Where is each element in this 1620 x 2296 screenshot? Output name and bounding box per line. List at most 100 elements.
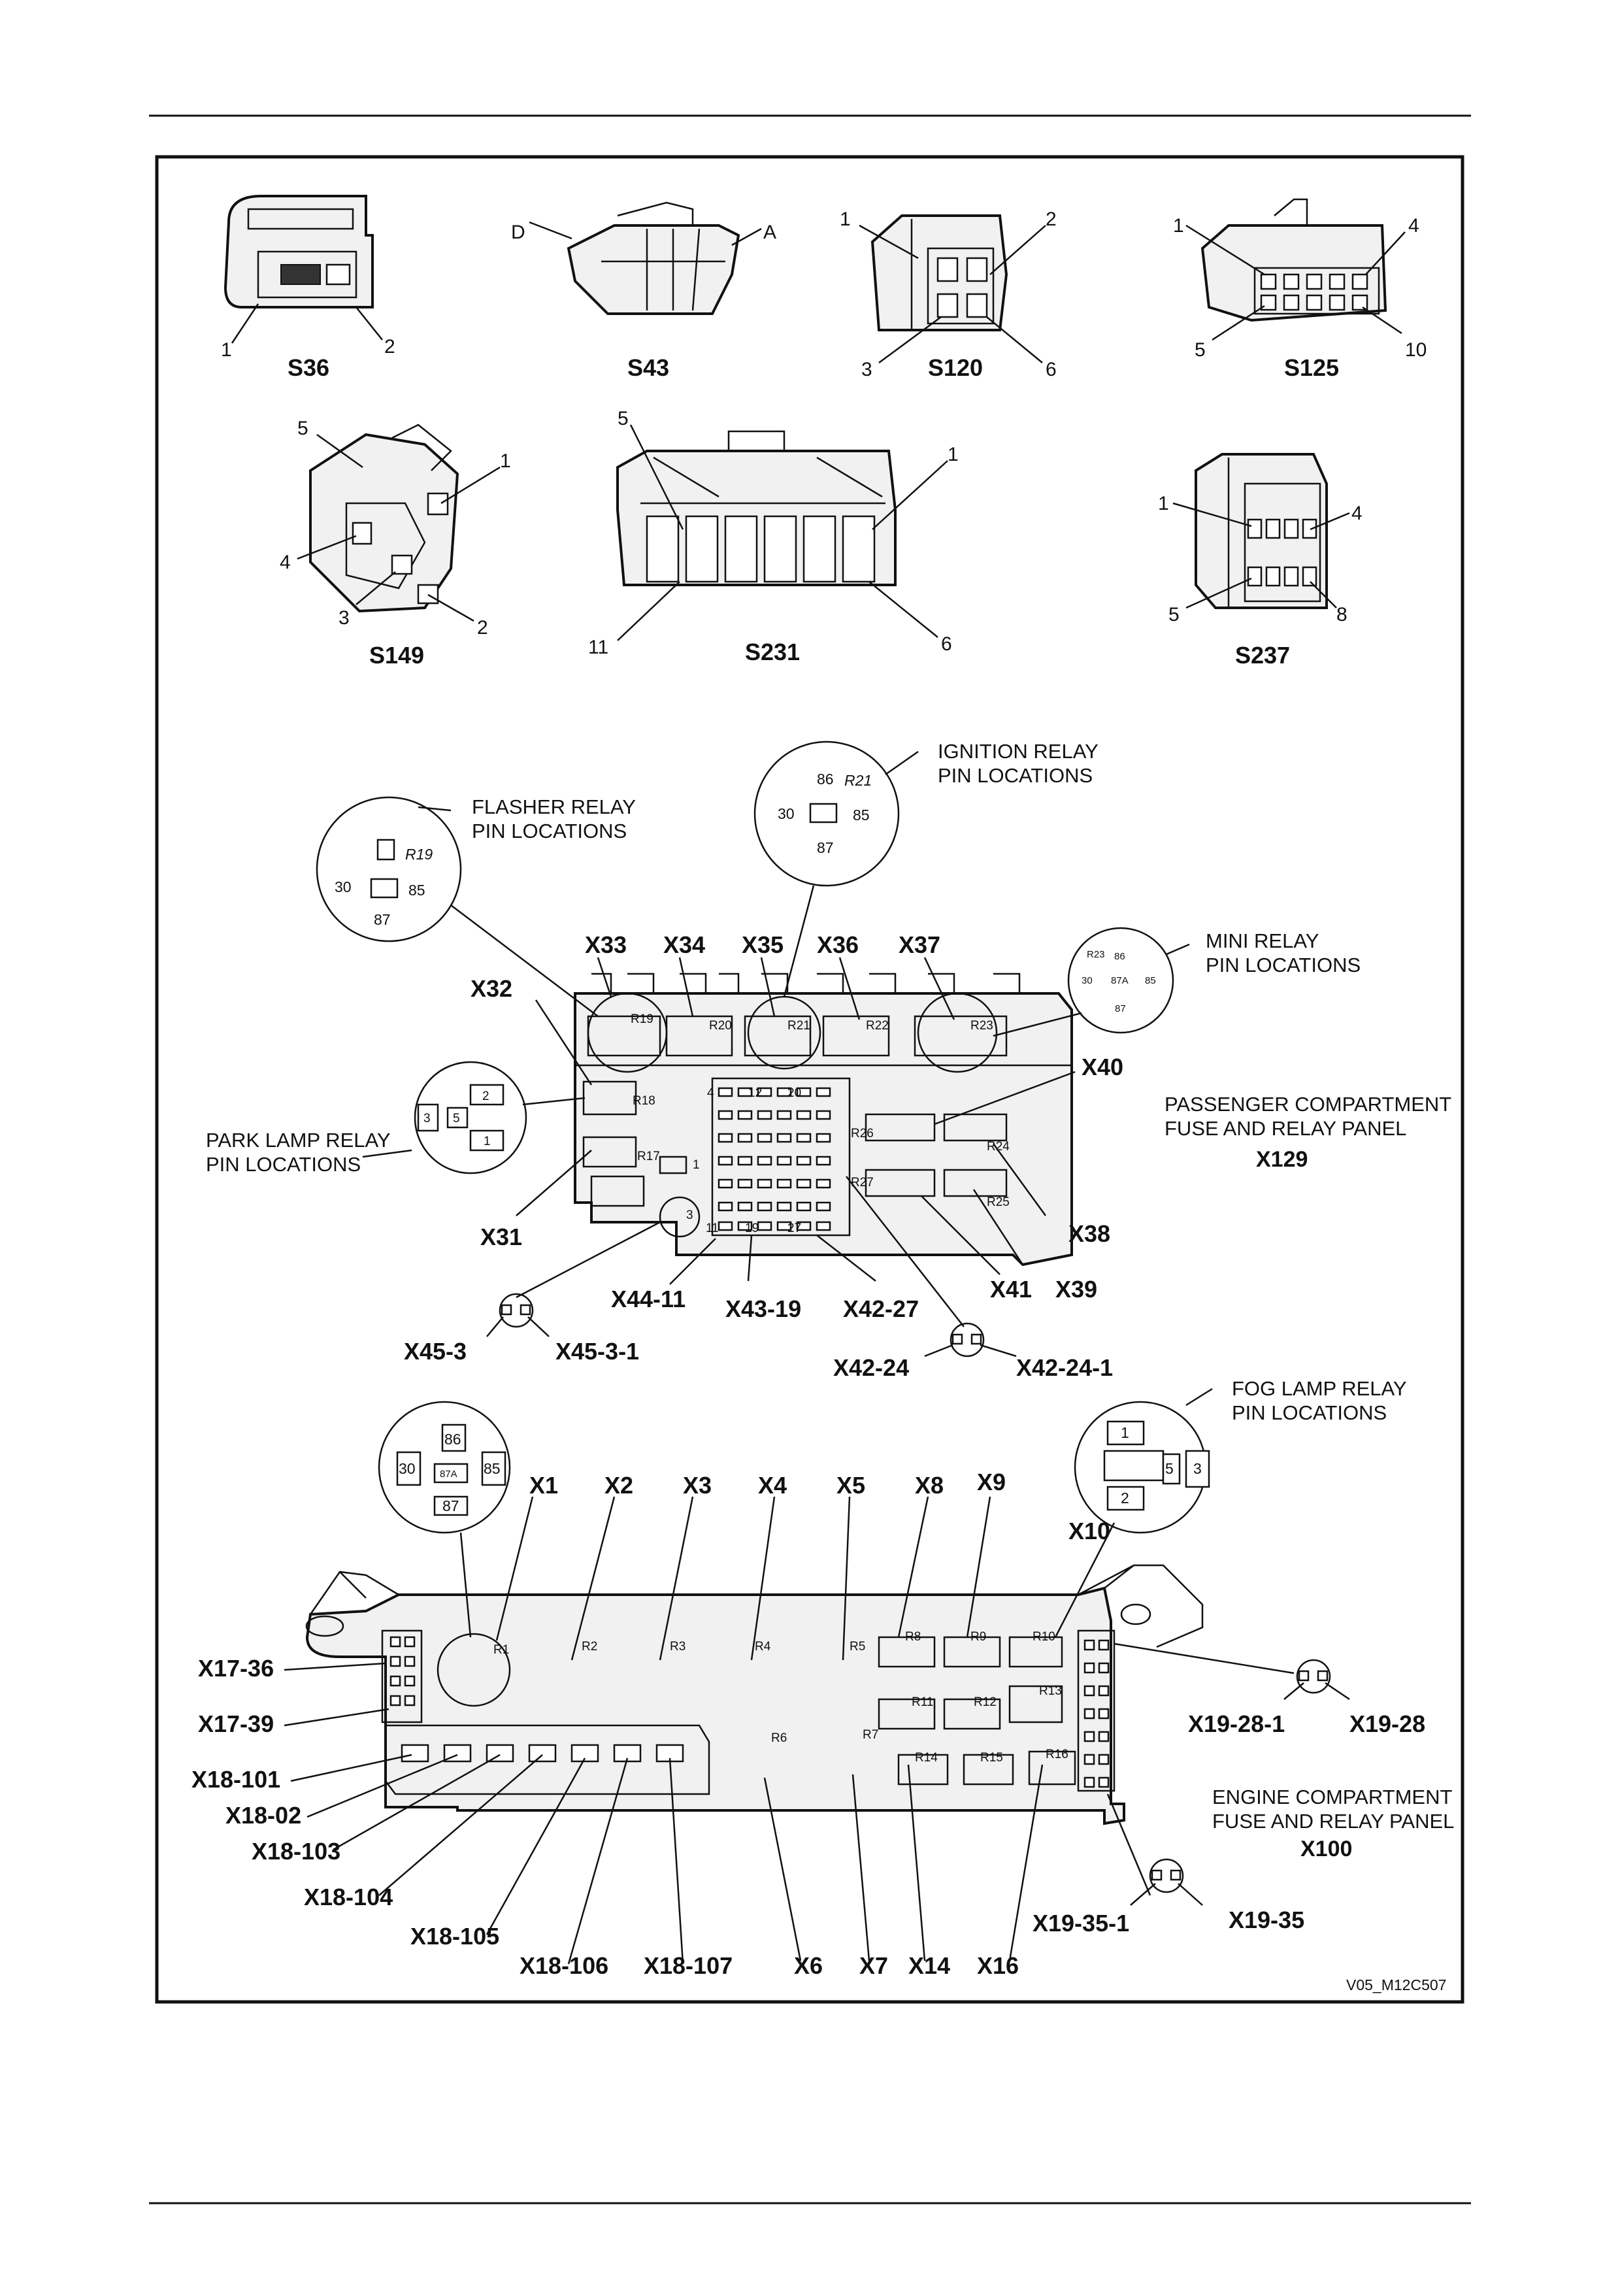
- label-x18-101: X18-101: [191, 1766, 280, 1793]
- label-x44-11: X44-11: [611, 1286, 686, 1312]
- label-x3: X3: [683, 1472, 712, 1499]
- s125-pin-1: 1: [1173, 215, 1184, 237]
- park-pin-2: 2: [482, 1090, 489, 1103]
- label-x7: X7: [859, 1952, 888, 1979]
- passenger-panel-code: X129: [1256, 1147, 1308, 1172]
- ignition-callout-line2: PIN LOCATIONS: [938, 764, 1093, 787]
- relay-r15: R15: [980, 1751, 1003, 1765]
- connector-s120: 1 2 3 6 S120: [840, 208, 1057, 381]
- passenger-panel: 4 12 20 1 3 19 27 11 R19 R20 R21 R22 R23…: [206, 740, 1451, 1381]
- s237-label: S237: [1235, 642, 1290, 669]
- figure-code: V05_M12C507: [1346, 1976, 1446, 1993]
- s120-pin-2: 2: [1046, 208, 1057, 230]
- passenger-panel-title-2: FUSE AND RELAY PANEL: [1165, 1117, 1406, 1140]
- ignition-pin-30: 30: [778, 805, 795, 822]
- park-pin-5: 5: [453, 1112, 460, 1125]
- engine-pin-87: 87: [442, 1497, 459, 1514]
- s237-pin-4: 4: [1351, 503, 1363, 524]
- s149-pin-4: 4: [280, 552, 291, 573]
- label-x38: X38: [1068, 1220, 1110, 1247]
- engine-panel-title-1: ENGINE COMPARTMENT: [1212, 1786, 1452, 1808]
- s125-pin-4: 4: [1408, 215, 1419, 237]
- relay-r16: R16: [1046, 1748, 1068, 1761]
- label-x41: X41: [990, 1276, 1032, 1303]
- relay-r14: R14: [915, 1751, 938, 1765]
- s149-pin-5: 5: [297, 418, 308, 439]
- s149-pin-1: 1: [500, 450, 511, 472]
- engine-panel-code: X100: [1300, 1837, 1352, 1861]
- label-x17-39: X17-39: [198, 1710, 274, 1737]
- passenger-panel-title-1: PASSENGER COMPARTMENT: [1165, 1093, 1451, 1116]
- s36-pin-2: 2: [384, 336, 395, 358]
- fuse-19: 19: [745, 1222, 759, 1235]
- label-x14: X14: [908, 1952, 950, 1979]
- s231-pin-11: 11: [588, 637, 608, 658]
- flasher-callout-line1: FLASHER RELAY: [472, 795, 636, 818]
- engine-pin-30: 30: [399, 1460, 416, 1477]
- engine-pin-87a: 87A: [440, 1469, 457, 1480]
- engine-pin-85: 85: [484, 1460, 501, 1477]
- relay-r6: R6: [771, 1731, 787, 1745]
- ignition-relay-detail: [753, 740, 900, 887]
- mini-pin-87a: 87A: [1111, 975, 1129, 986]
- relay-r20: R20: [709, 1019, 732, 1033]
- label-x42-24-1: X42-24-1: [1016, 1354, 1113, 1381]
- label-x39: X39: [1055, 1276, 1097, 1303]
- connector-s125: 1 4 5 10 S125: [1173, 198, 1427, 381]
- mini-pin-87: 87: [1115, 1003, 1126, 1014]
- s149-label: S149: [369, 642, 424, 669]
- park-pin-3: 3: [423, 1112, 431, 1125]
- connector-s149: 5 1 4 3 2 S149: [280, 418, 511, 669]
- label-x36: X36: [817, 931, 859, 958]
- s120-pin-3: 3: [861, 359, 872, 380]
- s237-pin-8: 8: [1336, 604, 1347, 625]
- label-x4: X4: [758, 1472, 787, 1499]
- mini-pin-r23: R23: [1087, 949, 1105, 960]
- label-x45-3: X45-3: [404, 1338, 467, 1365]
- ignition-pin-r21: R21: [844, 772, 872, 789]
- relay-r19: R19: [631, 1012, 653, 1026]
- relay-r13: R13: [1039, 1684, 1062, 1698]
- relay-r26: R26: [851, 1127, 874, 1140]
- fuse-11: 11: [706, 1222, 719, 1235]
- relay-r9: R9: [970, 1630, 986, 1644]
- label-x37: X37: [899, 931, 940, 958]
- s231-pin-1: 1: [948, 444, 959, 465]
- fuse-3: 3: [686, 1208, 693, 1222]
- label-x31: X31: [480, 1223, 522, 1250]
- fog-callout-line1: FOG LAMP RELAY: [1232, 1377, 1407, 1400]
- flasher-callout-line2: PIN LOCATIONS: [472, 820, 627, 842]
- park-callout-line2: PIN LOCATIONS: [206, 1153, 361, 1176]
- s231-pin-6: 6: [941, 633, 952, 655]
- s43-pin-d: D: [511, 222, 525, 243]
- relay-r24: R24: [987, 1140, 1010, 1154]
- relay-r7: R7: [863, 1728, 878, 1742]
- s43-name: S43: [627, 354, 669, 381]
- relay-r27: R27: [851, 1176, 874, 1190]
- label-x34: X34: [663, 931, 705, 958]
- relay-r17: R17: [637, 1150, 660, 1163]
- s43-pin-a: A: [763, 222, 776, 243]
- flasher-pin-r19: R19: [405, 846, 433, 863]
- mini-pin-86: 86: [1114, 951, 1125, 962]
- mini-relay-detail: [1067, 927, 1174, 1034]
- relay-r21: R21: [787, 1019, 810, 1033]
- label-x19-28: X19-28: [1349, 1710, 1425, 1737]
- label-x5: X5: [836, 1472, 865, 1499]
- s120-pin-6: 6: [1046, 359, 1057, 380]
- connector-s231: 5 1 11 6 S231: [588, 408, 959, 665]
- ignition-pin-86: 86: [817, 771, 834, 788]
- fog-pin-1: 1: [1121, 1424, 1129, 1441]
- fog-callout-line2: PIN LOCATIONS: [1232, 1401, 1387, 1424]
- park-callout-line1: PARK LAMP RELAY: [206, 1129, 391, 1152]
- fuse-27: 27: [787, 1222, 801, 1235]
- mini-pin-30: 30: [1082, 975, 1093, 986]
- label-x18-105: X18-105: [410, 1923, 499, 1950]
- connector-s36: 1 2 S36: [221, 195, 395, 381]
- label-x18-02: X18-02: [225, 1802, 301, 1829]
- mini-callout-line2: PIN LOCATIONS: [1206, 954, 1361, 976]
- flasher-pin-30: 30: [335, 878, 352, 895]
- mini-callout-line1: MINI RELAY: [1206, 929, 1319, 952]
- label-x19-28-1: X19-28-1: [1188, 1710, 1285, 1737]
